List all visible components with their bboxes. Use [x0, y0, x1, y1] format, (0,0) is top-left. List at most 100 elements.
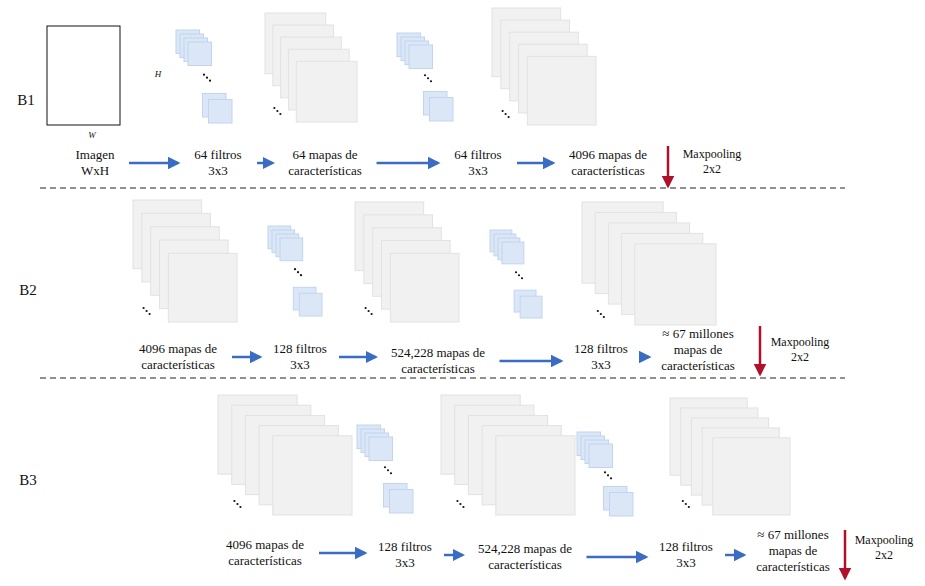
feature-map [168, 253, 237, 322]
ellipsis-dot [515, 271, 517, 273]
stage-text: 4096 mapas de características [215, 537, 315, 569]
dimension-label: W [88, 130, 96, 141]
feature-map-stack [492, 8, 596, 125]
ellipsis-dot [508, 116, 510, 118]
stage-label: 128 filtros 3x3 [566, 341, 636, 373]
feature-map [527, 56, 596, 125]
flow-arrow [640, 356, 649, 359]
stage-text: 128 filtros 3x3 [265, 341, 335, 373]
stage-label: 524,228 mapas de características [381, 345, 496, 377]
stage-text: 524,228 mapas de características [381, 345, 496, 377]
dimension-label: H [155, 69, 162, 80]
flow-arrow [517, 162, 553, 165]
filter [502, 242, 524, 264]
filter [369, 437, 393, 461]
filter-stack [268, 226, 322, 316]
stage-text: ≈ 67 millones mapas de características [749, 527, 837, 575]
ellipsis-dot [505, 113, 507, 115]
ellipsis-dot [279, 113, 281, 115]
filter-stack [577, 432, 633, 516]
ellipsis-dot [390, 472, 392, 474]
stage-text: Imagen WxH [65, 147, 125, 179]
ellipsis-dot [149, 313, 151, 315]
flow-arrow [257, 162, 273, 165]
block-name: B2 [19, 281, 37, 300]
stage-label: 64 filtros 3x3 [443, 147, 513, 179]
ellipsis-dot [276, 110, 278, 112]
ellipsis-dot [518, 274, 520, 276]
stage-label: 128 filtros 3x3 [370, 539, 440, 571]
flow-arrow [319, 552, 365, 555]
stage-text: 128 filtros 3x3 [651, 539, 721, 571]
ellipsis-dot [273, 107, 275, 109]
ellipsis-dot [604, 471, 606, 473]
ellipsis-dot [387, 469, 389, 471]
stage-text: ≈ 67 millones mapas de características [654, 326, 742, 374]
stage-label: ≈ 67 millones mapas de características [749, 527, 837, 575]
block-name: B1 [17, 91, 35, 110]
stage-text: 128 filtros 3x3 [566, 341, 636, 373]
ellipsis-dot [456, 500, 458, 502]
row-separator [40, 377, 845, 378]
ellipsis-dot [206, 77, 208, 79]
feature-map-stack [218, 395, 352, 515]
ellipsis-dot [688, 506, 690, 508]
ellipsis-dot [597, 310, 599, 312]
ellipsis-dot [685, 503, 687, 505]
ellipsis-dot [521, 277, 523, 279]
stage-label: 4096 mapas de características [215, 537, 315, 569]
flow-arrow [444, 554, 463, 557]
flow-arrow [129, 162, 178, 165]
filter-stack [490, 230, 542, 318]
feature-map [713, 438, 790, 515]
stage-label: 128 filtros 3x3 [651, 539, 721, 571]
pooling-label: Maxpooling 2x2 [855, 533, 914, 563]
ellipsis-dot [600, 313, 602, 315]
flow-arrow [725, 554, 744, 557]
filter [299, 293, 322, 316]
ellipsis-dot [297, 271, 299, 273]
feature-map-stack [582, 202, 716, 325]
feature-map [496, 436, 575, 515]
ellipsis-dot [459, 503, 461, 505]
ellipsis-dot [610, 477, 612, 479]
flow-arrow [500, 360, 562, 363]
filter-stack [357, 425, 413, 513]
ellipsis-dot [427, 77, 429, 79]
feature-map-stack [441, 395, 575, 515]
stage-text: 524,228 mapas de características [468, 541, 583, 573]
stage-label: Imagen WxH [65, 147, 125, 179]
filter [520, 296, 542, 318]
filter [409, 45, 433, 69]
stage-label: 524,228 mapas de características [468, 541, 583, 573]
feature-map-stack [355, 202, 459, 322]
feature-map-stack [133, 200, 237, 322]
ellipsis-dot [203, 74, 205, 76]
ellipsis-dot [384, 466, 386, 468]
stage-label: 128 filtros 3x3 [265, 341, 335, 373]
stage-label: 64 filtros 3x3 [183, 147, 253, 179]
pooling-arrow [844, 530, 847, 578]
filter-stack [397, 33, 453, 121]
block-name: B3 [19, 471, 37, 490]
filter [429, 97, 453, 121]
filter [389, 489, 413, 513]
pooling-label: Maxpooling 2x2 [676, 147, 748, 177]
feature-map [390, 253, 459, 322]
stage-text: 64 filtros 3x3 [443, 147, 513, 179]
ellipsis-dot [607, 474, 609, 476]
ellipsis-dot [233, 500, 235, 502]
ellipsis-dot [239, 506, 241, 508]
stage-label: 64 mapas de características [278, 147, 373, 179]
ellipsis-dot [682, 500, 684, 502]
pooling-arrow [667, 146, 670, 186]
stage-text: 128 filtros 3x3 [370, 539, 440, 571]
stage-label: 4096 mapas de características [128, 341, 228, 373]
ellipsis-dot [424, 74, 426, 76]
ellipsis-dot [368, 310, 370, 312]
ellipsis-dot [294, 268, 296, 270]
stage-text: 64 mapas de características [278, 147, 373, 179]
feature-map [296, 61, 357, 122]
stage-label: 4096 mapas de características [558, 147, 658, 179]
